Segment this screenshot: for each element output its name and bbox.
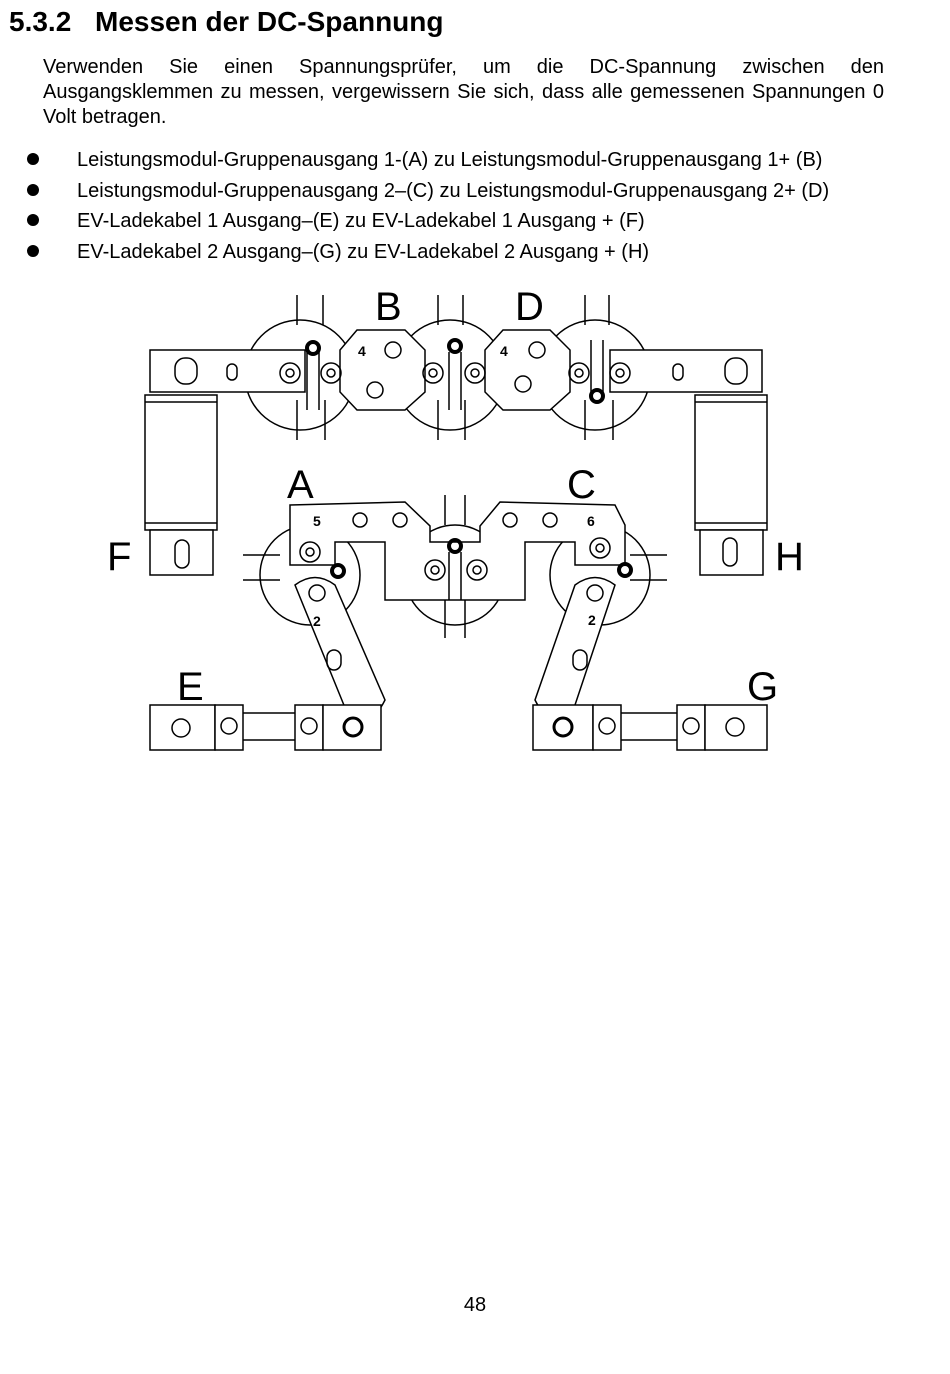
label-f: F (107, 535, 131, 579)
label-d: D (515, 285, 544, 329)
section-heading: 5.3.2 Messen der DC-Spannung (9, 6, 443, 38)
label-h: H (775, 535, 804, 579)
list-item: Leistungsmodul-Gruppenausgang 2–(C) zu L… (20, 176, 920, 207)
middle-contactors (243, 495, 667, 638)
intro-paragraph: Verwenden Sie einen Spannungsprüfer, um … (43, 56, 884, 128)
plate-number-link-left: 2 (313, 613, 321, 629)
section-number: 5.3.2 (9, 6, 72, 37)
bottom-terminals (149, 704, 768, 751)
plate-number-mid-left: 5 (313, 513, 321, 529)
link-bars (294, 576, 616, 724)
bullet-icon (27, 244, 39, 257)
list-item: EV-Ladekabel 2 Ausgang–(G) zu EV-Ladekab… (20, 237, 920, 268)
plate-number-top-left: 4 (358, 343, 366, 359)
bullet-icon (27, 153, 39, 165)
list-item: Leistungsmodul-Gruppenausgang 1-(A) zu L… (20, 145, 920, 176)
label-b: B (375, 285, 402, 329)
list-item-text: Leistungsmodul-Gruppenausgang 2–(C) zu L… (77, 179, 830, 202)
plate-number-mid-right: 6 (587, 513, 595, 529)
list-item-text: Leistungsmodul-Gruppenausgang 1-(A) zu L… (77, 149, 823, 171)
label-e: E (177, 665, 204, 709)
page-number: 48 (463, 1294, 487, 1316)
list-item: EV-Ladekabel 1 Ausgang–(E) zu EV-Ladekab… (20, 206, 920, 237)
terminal-diagram: B D A C F H E G 4 4 5 6 2 2 (107, 285, 804, 751)
measurement-list: Leistungsmodul-Gruppenausgang 1-(A) zu L… (20, 145, 920, 267)
terminal-labels: B D A C F H E G 4 4 5 6 2 2 (107, 285, 804, 709)
plate-number-top-right: 4 (500, 343, 508, 359)
side-clamps (144, 394, 768, 576)
label-a: A (287, 463, 314, 507)
section-title: Messen der DC-Spannung (95, 6, 444, 37)
plate-number-link-right: 2 (588, 612, 596, 628)
list-item-text: EV-Ladekabel 2 Ausgang–(G) zu EV-Ladekab… (77, 240, 650, 263)
bullet-icon (27, 183, 39, 196)
top-bus-plates (149, 329, 763, 411)
bullet-icon (27, 214, 39, 226)
label-c: C (567, 463, 596, 507)
label-g: G (747, 665, 778, 709)
list-item-text: EV-Ladekabel 1 Ausgang–(E) zu EV-Ladekab… (77, 210, 645, 232)
